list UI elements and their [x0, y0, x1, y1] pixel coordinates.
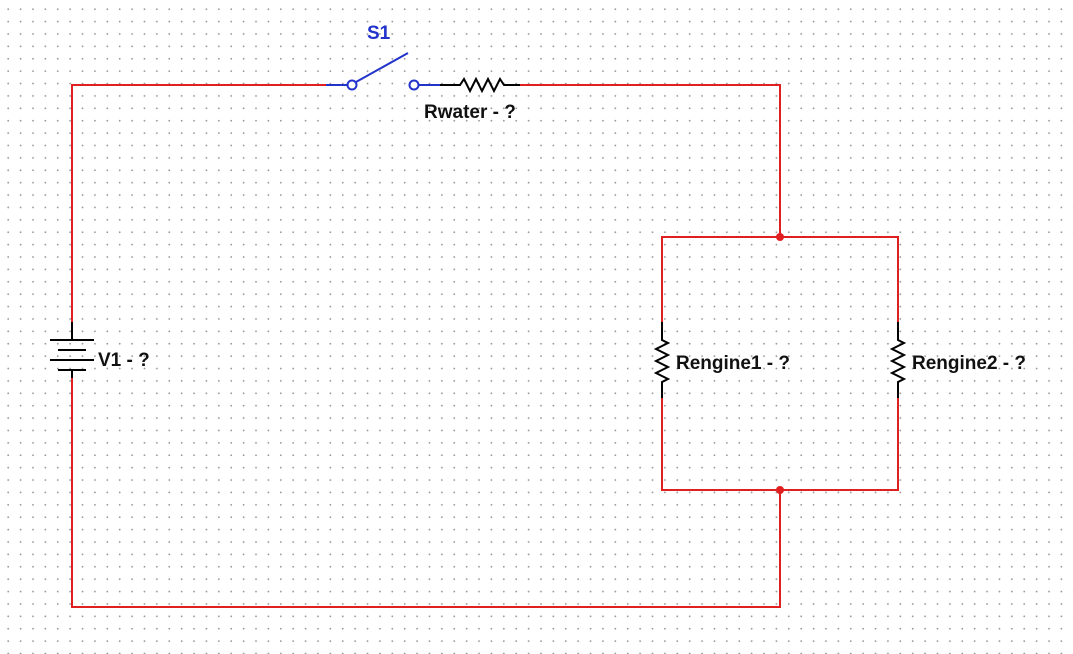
- label-rengine1: Rengine1 - ?: [676, 353, 790, 374]
- resistor-rwater[interactable]: [440, 76, 520, 94]
- junction-top: [776, 233, 784, 241]
- label-rwater: Rwater - ?: [424, 102, 516, 123]
- wire-bottom-return: [71, 377, 781, 608]
- junction-bottom: [776, 486, 784, 494]
- wire-left-top: [71, 84, 339, 341]
- label-v1: V1 - ?: [98, 350, 150, 371]
- label-rengine2: Rengine2 - ?: [912, 353, 1026, 374]
- wire-top-right: [519, 84, 781, 238]
- switch-s1[interactable]: [326, 52, 440, 91]
- resistor-rengine1[interactable]: [653, 322, 671, 398]
- battery-v1[interactable]: [50, 322, 94, 378]
- label-s1: S1: [367, 23, 391, 44]
- resistor-rengine2[interactable]: [889, 322, 907, 398]
